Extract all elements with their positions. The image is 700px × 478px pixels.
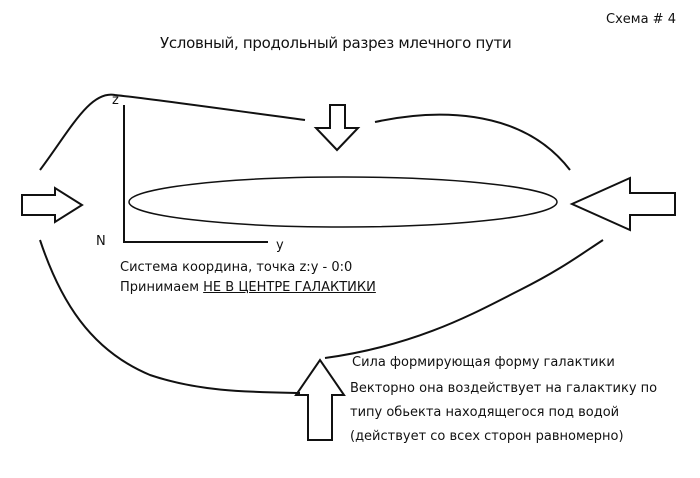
arrow-up-bottom [294,358,346,441]
galaxy-ellipse [128,176,558,228]
axis-label-y: y [276,238,284,253]
force-title: Сила формирующая форму галактики [352,355,615,370]
diagram-title: Условный, продольный разрез млечного пут… [160,34,512,52]
coordinate-axes [123,105,268,243]
accept-prefix: Принимаем [120,280,204,295]
force-curve-bottom-left [39,239,301,394]
force-desc-line: (действует со всех сторон равномерно) [350,429,624,444]
force-curve-top-left [39,93,306,171]
coord-text: Система координа, точка z:y - 0:0 [120,260,353,275]
arrow-right-left [21,186,84,224]
force-curve-top-right [374,113,571,171]
arrow-down-top [313,104,361,152]
axis-label-n: N [96,234,106,249]
scheme-label: Схема # 4 [606,12,676,27]
axis-label-z: z [112,93,119,108]
accept-text: Принимаем НЕ В ЦЕНТРЕ ГАЛАКТИКИ [120,280,376,295]
force-desc-line: Векторно она воздействует на галактику п… [350,381,658,396]
force-desc-line: типу обьекта находящегося под водой [350,405,620,420]
arrow-left-right [569,176,676,232]
force-curve-bottom-right [324,239,604,359]
accept-emphasis: НЕ В ЦЕНТРЕ ГАЛАКТИКИ [203,280,376,295]
